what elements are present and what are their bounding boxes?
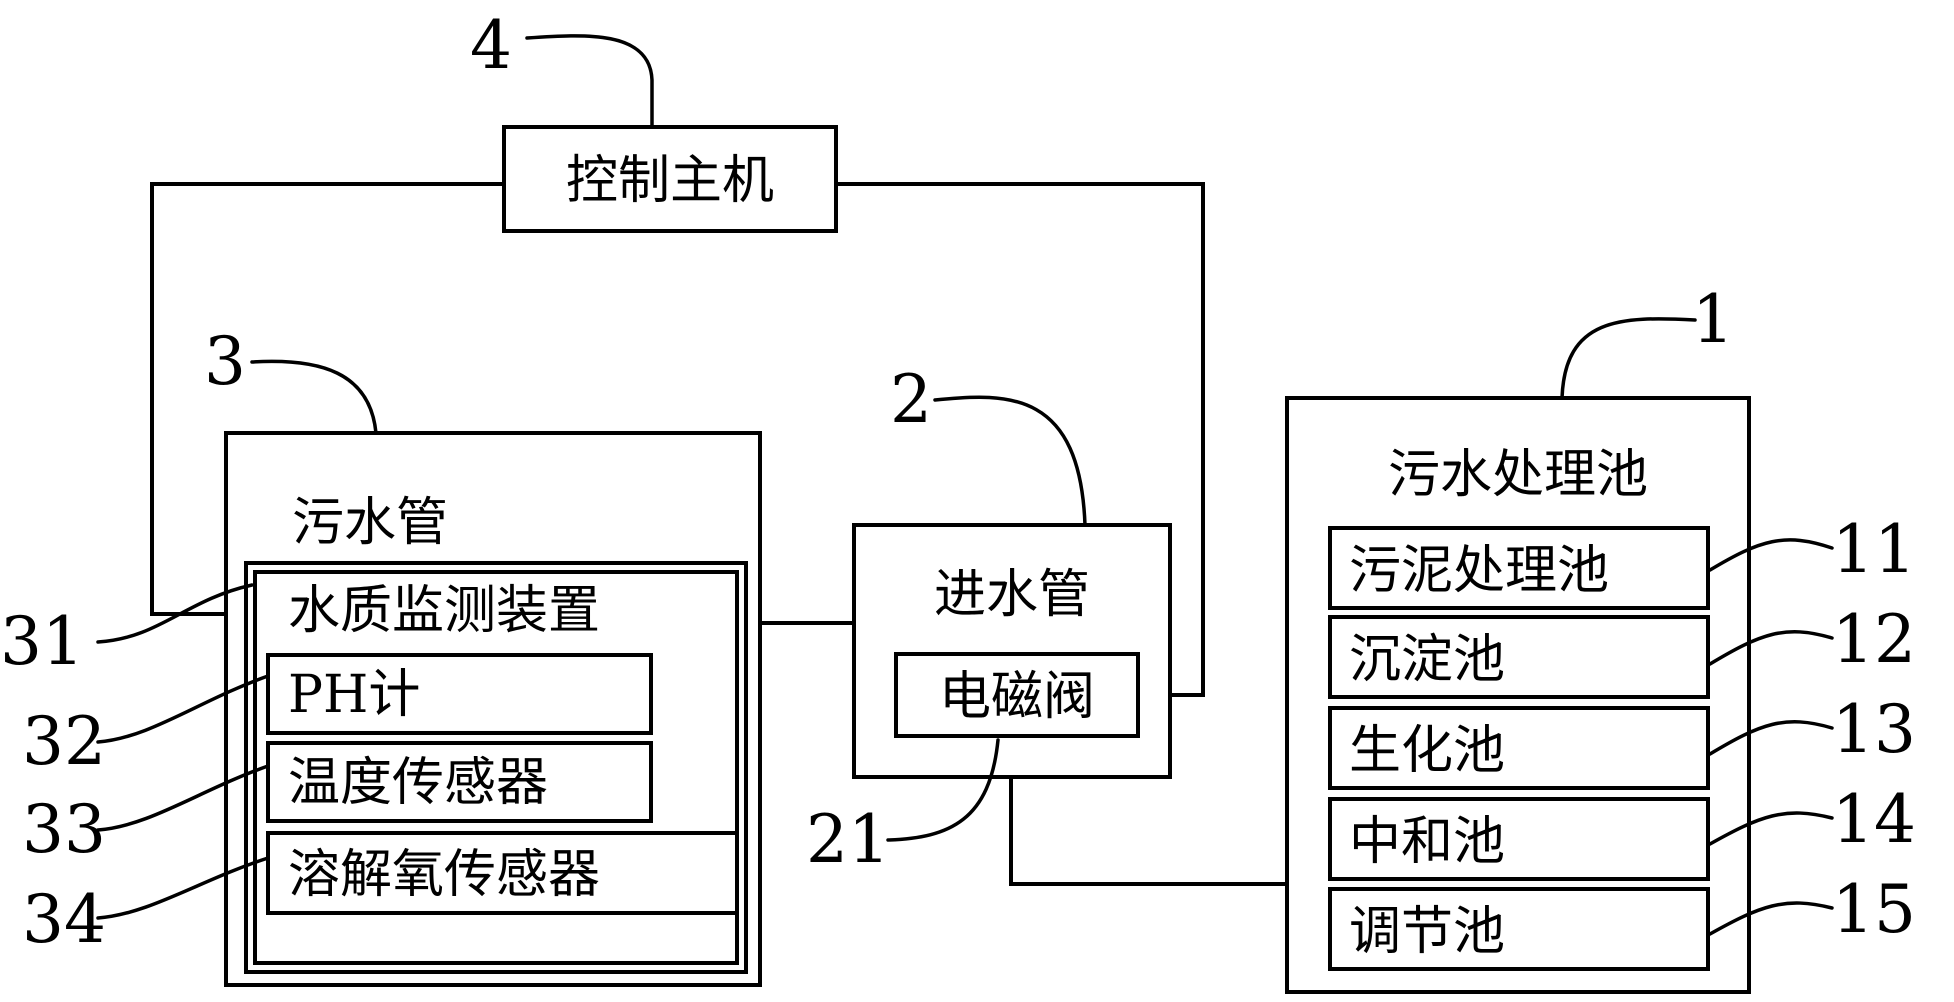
control-host-box <box>502 125 838 233</box>
ref-31: 31 <box>0 603 84 680</box>
regulating-tank-box <box>1328 887 1710 971</box>
neutralization-tank-label: 中和池 <box>1349 812 1505 872</box>
ref-3: 3 <box>204 323 246 400</box>
sludge-tank-label: 污泥处理池 <box>1349 541 1609 601</box>
leader-12 <box>1708 630 1834 666</box>
ref-15: 15 <box>1832 871 1916 948</box>
dissolved-oxygen-sensor-box <box>266 831 739 915</box>
leader-13 <box>1708 720 1834 756</box>
leader-33 <box>96 764 270 832</box>
ref-14: 14 <box>1832 781 1916 858</box>
temperature-sensor-label: 温度传感器 <box>288 753 548 813</box>
ref-1: 1 <box>1692 281 1734 358</box>
reference-numerals: 4 3 2 1 31 32 33 34 21 11 12 13 14 15 <box>0 7 1916 958</box>
leader-31 <box>96 583 254 644</box>
leader-15 <box>1708 901 1834 936</box>
sludge-tank-box <box>1328 526 1710 610</box>
ref-34: 34 <box>22 881 106 958</box>
ref-4: 4 <box>470 7 512 84</box>
sewage-pipe-label: 污水管 <box>292 493 448 553</box>
leader-1 <box>1560 317 1697 400</box>
ref-11: 11 <box>1832 511 1916 588</box>
sedimentation-tank-box <box>1328 615 1710 699</box>
inlet-pipe: 进水管 电磁阀 <box>852 523 1172 779</box>
regulating-tank-label: 调节池 <box>1349 902 1505 962</box>
ref-2: 2 <box>890 361 932 438</box>
ref-33: 33 <box>22 791 106 868</box>
biochemical-tank-label: 生化池 <box>1349 721 1505 781</box>
inlet-pipe-box <box>852 523 1172 779</box>
leader-lines <box>96 34 1834 936</box>
treatment-tank-label: 污水处理池 <box>1388 445 1648 505</box>
water-quality-monitor-label: 水质监测装置 <box>288 581 600 641</box>
wire-inlet-to-treatment <box>1009 778 1285 886</box>
sewage-pipe: 污水管 水质监测装置 PH计 温度传感器 溶解氧传感器 <box>224 431 762 987</box>
biochemical-tank-box <box>1328 706 1710 790</box>
temperature-sensor-box <box>266 741 653 823</box>
control-host: 控制主机 <box>502 125 838 233</box>
ref-21: 21 <box>806 801 890 878</box>
wire-host-to-monitor <box>150 182 504 616</box>
leader-11 <box>1708 538 1834 572</box>
solenoid-valve-box <box>894 652 1140 738</box>
leader-14 <box>1708 811 1834 846</box>
dissolved-oxygen-sensor-label: 溶解氧传感器 <box>288 845 600 905</box>
sedimentation-tank-label: 沉淀池 <box>1349 630 1505 690</box>
leader-3 <box>250 359 378 435</box>
inlet-pipe-label: 进水管 <box>934 565 1090 625</box>
leader-21 <box>886 738 1000 842</box>
ref-13: 13 <box>1832 691 1916 768</box>
neutralization-tank-box <box>1328 797 1710 881</box>
ph-meter-box <box>266 653 653 735</box>
leader-2 <box>933 395 1087 527</box>
control-host-label: 控制主机 <box>566 151 774 211</box>
treatment-tank: 污水处理池 污泥处理池 沉淀池 生化池 中和池 调节池 <box>1285 396 1751 994</box>
ph-meter-label: PH计 <box>288 665 420 725</box>
leader-34 <box>96 856 270 920</box>
leader-4 <box>525 34 654 129</box>
ref-32: 32 <box>22 703 106 780</box>
solenoid-valve-label: 电磁阀 <box>939 667 1095 727</box>
leader-32 <box>96 674 270 744</box>
ref-12: 12 <box>1832 601 1916 678</box>
